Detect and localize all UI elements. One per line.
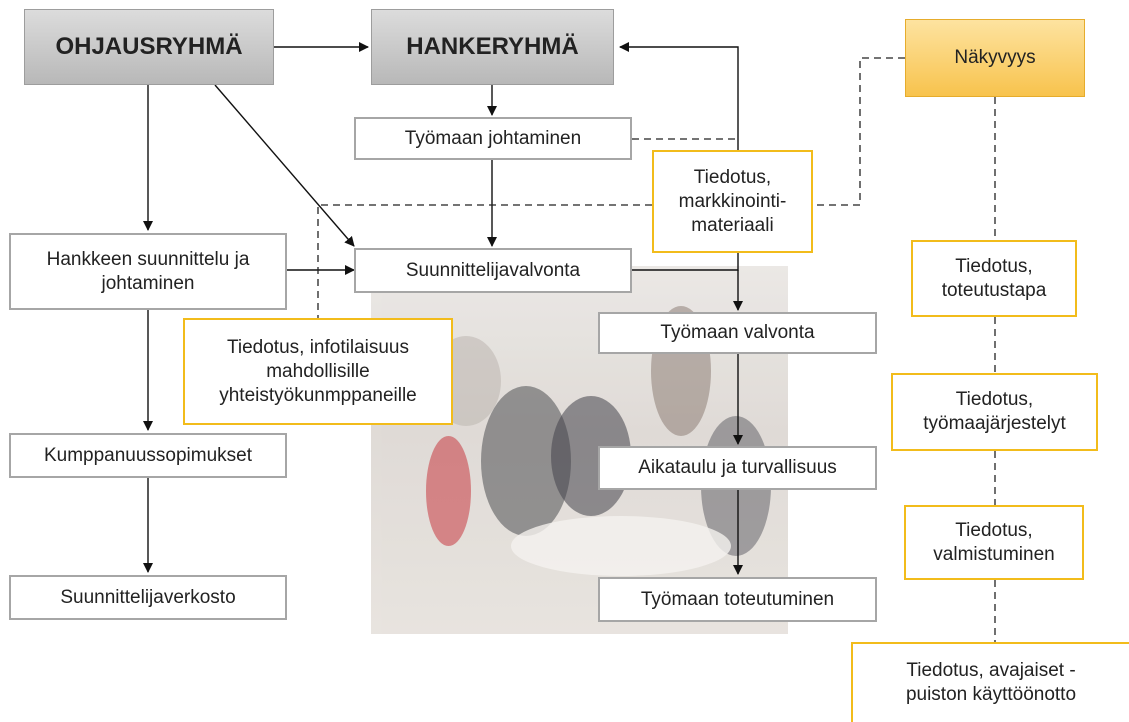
kumppanuussopimukset-node: Kumppanuussopimukset	[9, 433, 287, 478]
tiedotus-infotilaisuus-node: Tiedotus, infotilaisuus mahdollisille yh…	[183, 318, 453, 425]
tiedotus-valmistuminen-node: Tiedotus, valmistuminen	[904, 505, 1084, 580]
nakyvyys-node: Näkyvyys	[905, 19, 1085, 97]
suunnittelijaverkosto-node: Suunnittelijaverkosto	[9, 575, 287, 620]
ohjausryhma-node: OHJAUSRYHMÄ	[24, 9, 274, 85]
tiedotus-toteutustapa-node: Tiedotus, toteutustapa	[911, 240, 1077, 317]
tyomaan-johtaminen-node: Työmaan johtaminen	[354, 117, 632, 160]
tyomaan-valvonta-node: Työmaan valvonta	[598, 312, 877, 354]
tyomaan-toteutuminen-node: Työmaan toteutuminen	[598, 577, 877, 622]
tiedotus-avajaiset-node: Tiedotus, avajaiset - puiston käyttöönot…	[851, 642, 1129, 722]
aikataulu-node: Aikataulu ja turvallisuus	[598, 446, 877, 490]
tiedotus-tyomaajarjestelyt-node: Tiedotus, työmaajärjestelyt	[891, 373, 1098, 451]
hankkeen-suunnittelu-node: Hankkeen suunnittelu ja johtaminen	[9, 233, 287, 310]
tiedotus-markkinointi-node: Tiedotus, markkinointi- materiaali	[652, 150, 813, 253]
hankeryhma-node: HANKERYHMÄ	[371, 9, 614, 85]
suunnittelijavalvonta-node: Suunnittelijavalvonta	[354, 248, 632, 293]
